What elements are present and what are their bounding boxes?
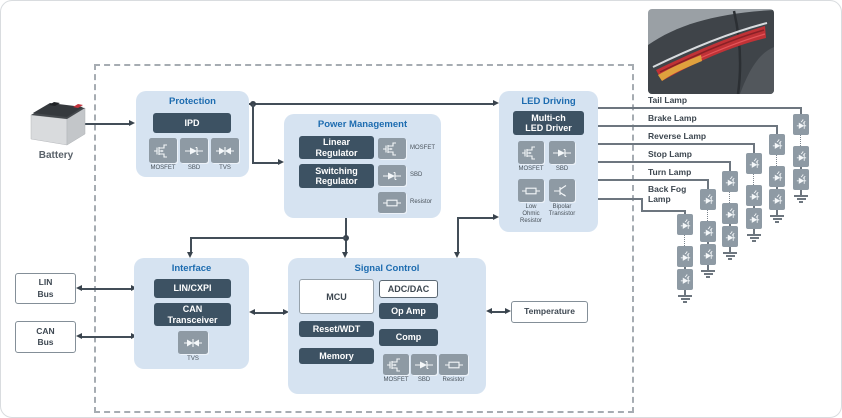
led-icon <box>793 146 809 167</box>
resistor-label: Resistor <box>410 199 433 205</box>
resistor-icon <box>439 354 468 375</box>
signal-control-title: Signal Control <box>354 263 420 274</box>
reverse-lamp-label: Reverse Lamp <box>648 131 707 141</box>
ground-icon <box>747 234 761 236</box>
battery-label: Battery <box>38 150 74 161</box>
tail-lamp-led-chain <box>793 114 809 209</box>
led-driving-title: LED Driving <box>521 96 576 107</box>
mosfet-label: MOSFET <box>150 165 176 171</box>
op-amp-chip: Op Amp <box>379 303 438 319</box>
mosfet-icon <box>383 354 409 375</box>
lin-bus-box: LIN Bus <box>15 273 76 304</box>
led-icon <box>746 208 762 229</box>
lin-cxpi-chip: LIN/CXPI <box>154 279 231 298</box>
sbd-label: SBD <box>417 377 431 383</box>
led-icon <box>722 203 738 224</box>
led-icon <box>700 221 716 242</box>
interface-block: Interface LIN/CXPI CAN Transceiver TVS <box>134 258 249 369</box>
led-icon <box>677 269 693 290</box>
led-icon <box>677 214 693 235</box>
led-icon <box>769 189 785 210</box>
linear-regulator-chip: Linear Regulator <box>299 136 374 159</box>
led-icon <box>722 226 738 247</box>
protection-block: Protection IPD MOSFET SBD TVS <box>136 91 249 177</box>
led-icon <box>746 185 762 206</box>
ground-icon <box>794 195 808 197</box>
brake-lamp-label: Brake Lamp <box>648 113 697 123</box>
can-bus-box: CAN Bus <box>15 321 76 353</box>
sbd-label: SBD <box>410 172 423 178</box>
sbd-icon <box>378 165 406 186</box>
bipolar-transistor-label: Bipolar Transistor <box>548 204 576 218</box>
mosfet-label: MOSFET <box>518 166 544 172</box>
reset-wdt-chip: Reset/WDT <box>299 321 374 337</box>
battery-illustration <box>23 93 89 147</box>
sbd-label: SBD <box>555 166 569 172</box>
tvs-label: TVS <box>187 356 199 362</box>
mosfet-label: MOSFET <box>410 145 435 151</box>
tvs-icon <box>178 331 208 354</box>
bipolar-transistor-icon <box>549 179 575 202</box>
signal-control-block: Signal Control MCU ADC/DAC Op Amp Reset/… <box>288 258 486 394</box>
led-icon <box>793 169 809 190</box>
tvs-label: TVS <box>219 165 231 171</box>
tvs-icon <box>211 138 239 163</box>
ipd-chip: IPD <box>153 113 231 133</box>
brake-lamp-led-chain <box>769 134 785 229</box>
comp-chip: Comp <box>379 329 438 346</box>
low-ohmic-resistor-icon <box>518 179 544 202</box>
stop-lamp-label: Stop Lamp <box>648 149 692 159</box>
ground-icon <box>770 215 784 217</box>
adc-dac-chip: ADC/DAC <box>379 280 438 298</box>
memory-chip: Memory <box>299 348 374 364</box>
reverse-lamp-led-chain <box>746 153 762 248</box>
switching-regulator-chip: Switching Regulator <box>299 164 374 188</box>
mosfet-label: MOSFET <box>383 377 409 383</box>
interface-title: Interface <box>171 263 212 274</box>
resistor-label: Resistor <box>442 377 465 383</box>
temperature-box: Temperature <box>511 301 588 323</box>
turn-lamp-led-chain <box>700 189 716 284</box>
led-icon <box>677 246 693 267</box>
sbd-icon <box>411 354 437 375</box>
multi-ch-led-driver-chip: Multi-ch LED Driver <box>513 111 584 135</box>
low-ohmic-resistor-label: Low Ohmic Resistor <box>519 204 542 225</box>
led-icon <box>722 171 738 192</box>
back-fog-lamp-label: Back Fog Lamp <box>648 184 687 205</box>
led-driving-block: LED Driving Multi-ch LED Driver MOSFET S… <box>499 91 598 232</box>
led-icon <box>769 134 785 155</box>
protection-title: Protection <box>169 96 216 107</box>
mosfet-icon <box>378 138 406 159</box>
sbd-label: SBD <box>187 165 201 171</box>
ground-icon <box>678 295 692 297</box>
ground-icon <box>701 270 715 272</box>
led-icon <box>793 114 809 135</box>
tail-lamp-photo <box>648 9 774 94</box>
mcu-chip: MCU <box>299 279 374 314</box>
tail-lamp-label: Tail Lamp <box>648 95 688 105</box>
back-fog-lamp-led-chain <box>677 214 693 309</box>
led-icon <box>700 244 716 265</box>
stop-lamp-led-chain <box>722 171 738 266</box>
can-transceiver-chip: CAN Transceiver <box>154 303 231 326</box>
resistor-icon <box>378 192 406 213</box>
sbd-icon <box>180 138 208 163</box>
power-management-block: Power Management Linear Regulator Switch… <box>284 114 441 218</box>
sbd-icon <box>549 141 575 164</box>
mosfet-icon <box>149 138 177 163</box>
mosfet-icon <box>518 141 544 164</box>
ecu-dashed-boundary <box>94 64 634 413</box>
turn-lamp-label: Turn Lamp <box>648 167 692 177</box>
led-icon <box>769 166 785 187</box>
ground-icon <box>723 252 737 254</box>
led-icon <box>700 189 716 210</box>
power-management-title: Power Management <box>317 119 408 130</box>
led-icon <box>746 153 762 174</box>
